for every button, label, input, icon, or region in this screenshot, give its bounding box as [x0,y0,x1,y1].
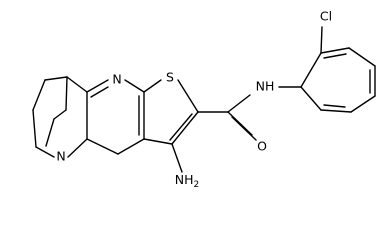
bridgehead-nitrogen-label: N [56,149,65,164]
amine-label: NH2 [175,172,199,190]
sulfur-label: S [166,70,174,85]
amine-nh-text: NH [175,172,194,187]
bond-lines [32,26,376,173]
ring-nitrogen-label: N [112,72,121,87]
chlorine-label: Cl [320,9,332,24]
carbonyl-oxygen-label: O [257,139,267,154]
amide-nh-label: NH [256,79,275,94]
molecule-structure-drawing: N N S NH O NH2 Cl [32,9,376,190]
amine-subscript: 2 [194,180,200,190]
